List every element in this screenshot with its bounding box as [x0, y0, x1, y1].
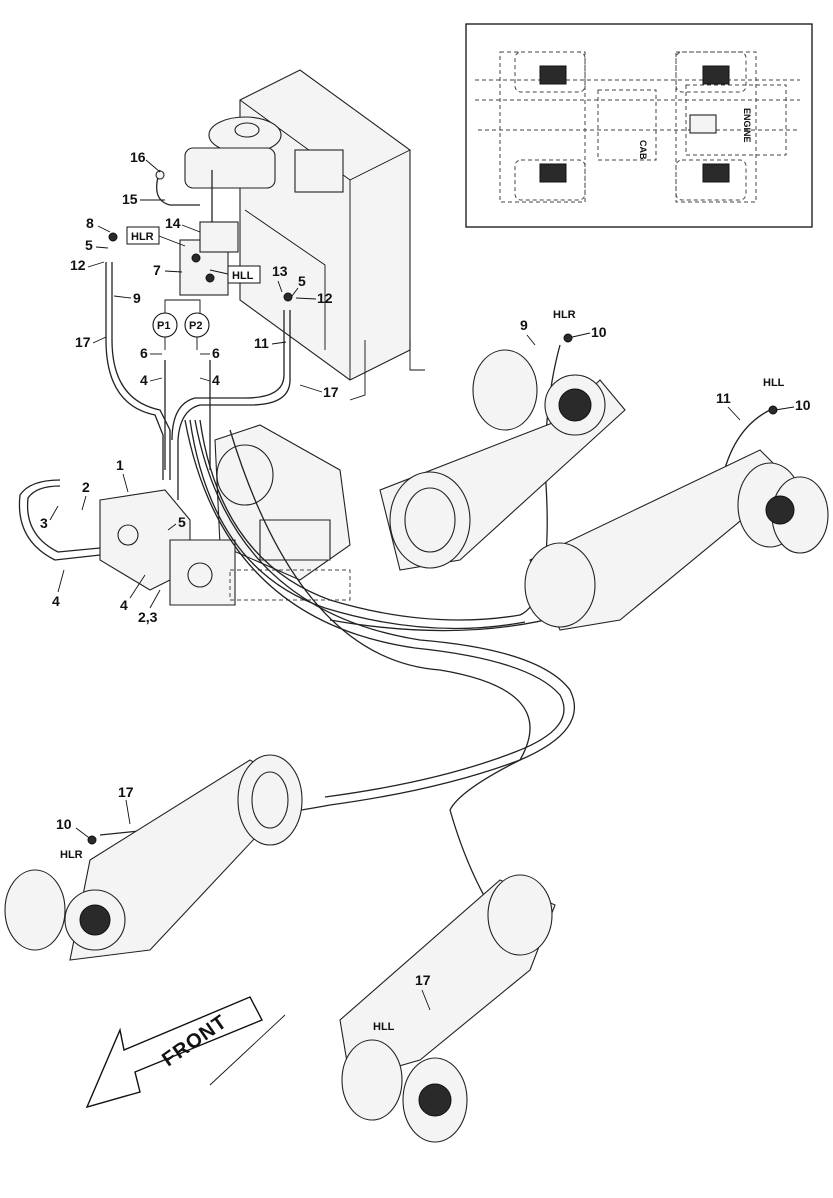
callout-7: 7 [153, 262, 161, 278]
rear-left-wheel-arm [4, 754, 303, 961]
callout-10c: 10 [56, 816, 72, 832]
callout-10b: 10 [795, 397, 811, 413]
callout-6a: 6 [140, 345, 148, 361]
hll-front-hub-tag: HLL [373, 1021, 395, 1033]
callout-4b: 4 [212, 372, 220, 388]
callout-17b: 17 [323, 384, 339, 400]
hll-valve-tag: HLL [209, 265, 261, 284]
front-left-wheel-arm [339, 874, 556, 1143]
front-direction-arrow: FRONT [85, 996, 286, 1109]
brake-valve-block [108, 169, 293, 302]
inset-cab-label: CAB [638, 140, 648, 160]
machine-location-inset: CAB ENGINE [465, 23, 813, 228]
callout-8: 8 [86, 215, 94, 231]
callout-12a: 12 [70, 257, 86, 273]
callout-3: 3 [40, 515, 48, 531]
hll-rear-hub-tag: HLL [763, 377, 785, 389]
callout-17a: 17 [75, 334, 91, 350]
hlr-valve-tag: HLR [126, 226, 186, 247]
inset-engine-label: ENGINE [742, 108, 752, 143]
callout-17d: 17 [415, 972, 431, 988]
port-p1: P1 [152, 299, 201, 350]
callout-10a: 10 [591, 324, 607, 340]
callout-13: 13 [272, 263, 288, 279]
callout-labels: 16 15 14 8 5 12 7 9 13 5 12 11 17 6 6 4 … [40, 149, 811, 1011]
port-p2: P2 [184, 312, 210, 338]
callout-14: 14 [165, 215, 181, 231]
svg-text:P1: P1 [157, 320, 170, 332]
callout-9b: 9 [520, 317, 528, 333]
hlr-rear-hub-tag: HLR [553, 309, 576, 321]
callout-2: 2 [82, 479, 90, 495]
callout-16: 16 [130, 149, 146, 165]
callout-12b: 12 [317, 290, 333, 306]
svg-text:HLR: HLR [131, 231, 154, 243]
callout-5b: 5 [298, 273, 306, 289]
callout-4c: 4 [52, 593, 60, 609]
callout-4a: 4 [140, 372, 148, 388]
front-right-wheel-arm [524, 449, 829, 631]
callout-1: 1 [116, 457, 124, 473]
callout-4d: 4 [120, 597, 128, 613]
callout-5a: 5 [85, 237, 93, 253]
callout-5c: 5 [178, 514, 186, 530]
transmission-pump-assembly [99, 424, 351, 606]
hydraulic-tank-assembly [184, 69, 425, 401]
hlr-front-hub-tag: HLR [60, 849, 83, 861]
callout-2-3: 2,3 [138, 609, 158, 625]
rear-right-wheel-arm [379, 349, 626, 571]
callout-11a: 11 [254, 335, 269, 351]
callout-6b: 6 [212, 345, 220, 361]
svg-text:HLL: HLL [232, 270, 254, 282]
callout-15: 15 [122, 191, 138, 207]
callout-11b: 11 [716, 390, 731, 406]
callout-9a: 9 [133, 290, 141, 306]
svg-text:P2: P2 [189, 320, 202, 332]
callout-17c: 17 [118, 784, 134, 800]
